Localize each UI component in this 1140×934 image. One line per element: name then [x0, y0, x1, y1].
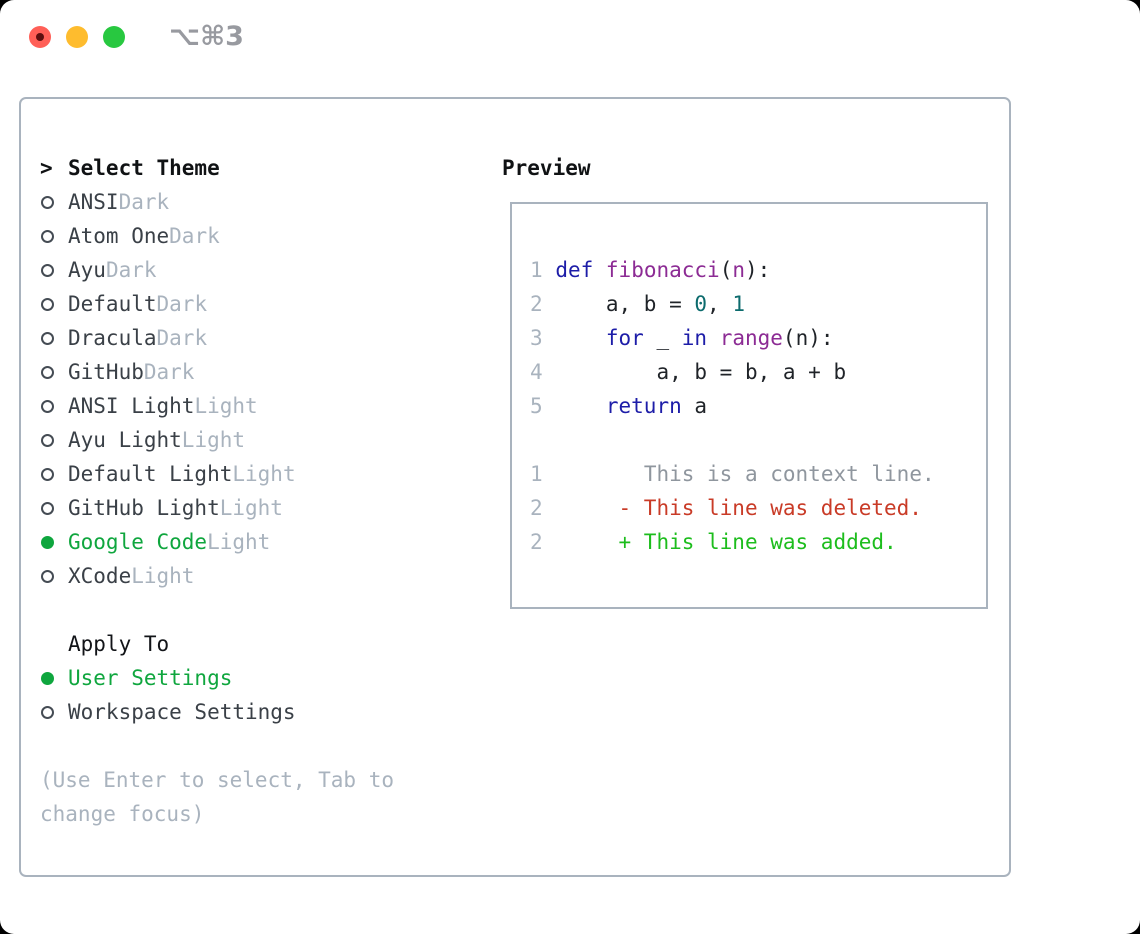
- option-label: ANSI Light: [68, 394, 195, 418]
- option-variant: Light: [131, 564, 195, 588]
- theme-option[interactable]: Default Dark: [40, 287, 394, 321]
- spacer: [40, 593, 394, 627]
- option-label: Workspace Settings: [68, 700, 296, 724]
- window-title: ⌥⌘3: [169, 21, 244, 52]
- minimize-button[interactable]: [66, 26, 88, 48]
- option-label: Default: [68, 292, 157, 316]
- theme-option[interactable]: Google Code Light: [40, 525, 394, 559]
- preview-line: [530, 423, 986, 457]
- preview-line: 2 + This line was added.: [530, 530, 897, 554]
- help-text: (Use Enter to select, Tab to change focus…: [40, 763, 394, 831]
- option-variant: Dark: [118, 190, 170, 214]
- option-label: XCode: [68, 564, 132, 588]
- preview-box: 1 def fibonacci(n): 2 a, b = 0, 1 3 for _ …: [510, 202, 988, 609]
- help-line: change focus): [40, 802, 205, 826]
- preview-line: 3 for _ in range(n):: [530, 326, 834, 350]
- select-theme-label: Select Theme: [68, 156, 220, 180]
- option-label: Atom One: [68, 224, 170, 248]
- select-theme-header: > Select Theme: [40, 151, 394, 185]
- radio-icon: [41, 297, 54, 311]
- preview-line: 4 a, b = b, a + b: [530, 360, 847, 384]
- theme-option[interactable]: Atom One Dark: [40, 219, 394, 253]
- theme-option[interactable]: XCode Light: [40, 559, 394, 593]
- option-variant: Light: [181, 428, 246, 452]
- apply-to-header: Apply To: [40, 627, 394, 661]
- option-label: Dracula: [68, 326, 157, 350]
- option-label: Ayu Light: [68, 428, 182, 452]
- option-variant: Light: [232, 462, 296, 486]
- radio-icon: [41, 467, 54, 481]
- theme-option[interactable]: Dracula Dark: [40, 321, 394, 355]
- preview-line: 2 - This line was deleted.: [530, 496, 922, 520]
- option-label: Google Code: [68, 530, 208, 554]
- option-variant: Dark: [156, 326, 208, 350]
- preview-line: 5 return a: [530, 394, 708, 418]
- apply-to-label: Apply To: [68, 632, 170, 656]
- title-bar: ⌥⌘3: [0, 0, 1140, 72]
- radio-icon: [41, 229, 54, 243]
- preview-title: Preview: [502, 156, 591, 180]
- option-variant: Dark: [156, 292, 208, 316]
- preview-line: 2 a, b = 0, 1: [530, 292, 745, 316]
- option-label: GitHub: [68, 360, 144, 384]
- radio-icon: [41, 399, 54, 413]
- theme-option[interactable]: Ayu Dark: [40, 253, 394, 287]
- close-button-dot: [36, 33, 44, 41]
- theme-option[interactable]: Default Light Light: [40, 457, 394, 491]
- close-button[interactable]: [29, 26, 51, 48]
- cursor-icon: >: [40, 156, 53, 180]
- option-label: GitHub Light: [68, 496, 220, 520]
- theme-option[interactable]: GitHub Light Light: [40, 491, 394, 525]
- apply-option[interactable]: User Settings: [40, 661, 394, 695]
- cursor-marker: >: [40, 151, 68, 185]
- radio-icon: [41, 331, 54, 345]
- option-variant: Dark: [143, 360, 195, 384]
- radio-icon: [41, 569, 54, 583]
- theme-option[interactable]: GitHub Dark: [40, 355, 394, 389]
- preview-line: 1 This is a context line.: [530, 462, 935, 486]
- radio-icon: [41, 705, 54, 719]
- option-variant: Dark: [169, 224, 220, 248]
- option-label: ANSI: [68, 190, 119, 214]
- theme-option[interactable]: Ayu Light Light: [40, 423, 394, 457]
- radio-icon: [41, 433, 54, 447]
- option-variant: Light: [194, 394, 258, 418]
- option-variant: Light: [219, 496, 283, 520]
- option-label: User Settings: [68, 666, 233, 690]
- option-variant: Dark: [105, 258, 157, 282]
- option-label: Default Light: [68, 462, 233, 486]
- option-label: Ayu: [68, 258, 106, 282]
- preview-line: 1 def fibonacci(n):: [530, 258, 771, 282]
- radio-icon: [41, 263, 54, 277]
- preview-code: 1 def fibonacci(n): 2 a, b = 0, 1 3 for _ …: [512, 204, 986, 559]
- apply-option[interactable]: Workspace Settings: [40, 695, 394, 729]
- radio-icon: [41, 365, 54, 379]
- radio-icon: [41, 501, 54, 515]
- radio-selected-icon: [41, 671, 54, 685]
- radio-selected-icon: [41, 535, 54, 549]
- help-line: (Use Enter to select, Tab to: [40, 768, 395, 792]
- option-variant: Light: [207, 530, 271, 554]
- theme-option[interactable]: ANSI Light Light: [40, 389, 394, 423]
- theme-option[interactable]: ANSI Dark: [40, 185, 394, 219]
- radio-icon: [41, 195, 54, 209]
- zoom-button[interactable]: [103, 26, 125, 48]
